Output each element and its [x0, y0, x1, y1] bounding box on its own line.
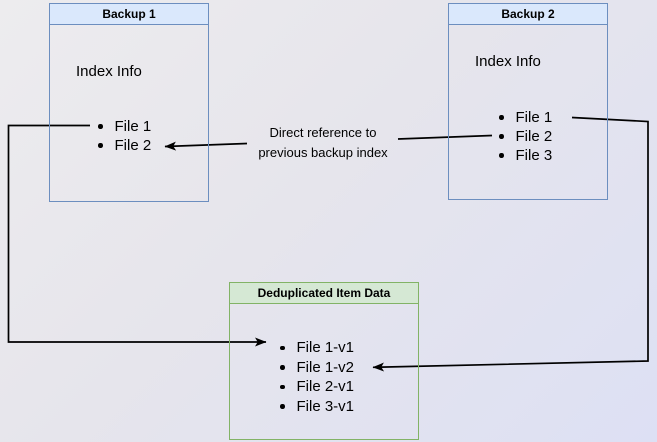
backup1-index-info-label: Index Info: [76, 63, 142, 80]
file-label: File 1-v1: [296, 339, 355, 357]
file-label: File 2: [114, 137, 152, 154]
bullet-icon: [280, 345, 285, 350]
file-label: File 3-v1: [296, 397, 355, 415]
dedup-title: Deduplicated Item Data: [230, 283, 418, 304]
bullet-icon: [280, 365, 285, 370]
backup2-node: Backup 2 Index Info File 1 File 2 File 3: [448, 3, 608, 200]
file-label: File 1-v2: [296, 358, 355, 376]
file-list-item: File 1: [499, 108, 552, 127]
backup1-title: Backup 1: [50, 4, 208, 25]
file-list-item: File 2: [499, 127, 552, 146]
bullet-icon: [499, 153, 504, 158]
file-list-item: File 3: [499, 146, 552, 165]
bullet-icon: [280, 404, 285, 409]
backup1-node: Backup 1 Index Info File 1 File 2: [49, 3, 209, 202]
backup1-file-list: File 1 File 2: [98, 117, 151, 155]
backup2-file-list: File 1 File 2 File 3: [499, 108, 552, 165]
bullet-icon: [98, 124, 103, 129]
bullet-icon: [499, 134, 504, 139]
file-list-item: File 1-v1: [280, 338, 354, 358]
bullet-icon: [280, 384, 285, 389]
file-list-item: File 1: [98, 117, 151, 136]
file-list-item: File 3-v1: [280, 397, 354, 417]
file-label: File 1: [515, 109, 553, 126]
edge-label-line1: Direct reference to: [269, 125, 377, 140]
dedup-node: Deduplicated Item Data File 1-v1 File 1-…: [229, 282, 419, 440]
file-label: File 2: [515, 128, 553, 145]
bullet-icon: [499, 115, 504, 120]
file-list-item: File 2: [98, 136, 151, 155]
file-list-item: File 2-v1: [280, 377, 354, 397]
file-label: File 2-v1: [296, 378, 355, 396]
file-list-item: File 1-v2: [280, 358, 354, 378]
file-label: File 1: [114, 118, 152, 135]
edge-label-direct-reference: Direct reference to previous backup inde…: [213, 123, 433, 163]
edge-label-line2: previous backup index: [258, 145, 388, 160]
file-label: File 3: [515, 147, 553, 164]
backup2-index-info-label: Index Info: [475, 53, 541, 70]
bullet-icon: [98, 143, 103, 148]
backup2-title: Backup 2: [449, 4, 607, 25]
dedup-file-list: File 1-v1 File 1-v2 File 2-v1 File 3-v1: [280, 338, 354, 416]
